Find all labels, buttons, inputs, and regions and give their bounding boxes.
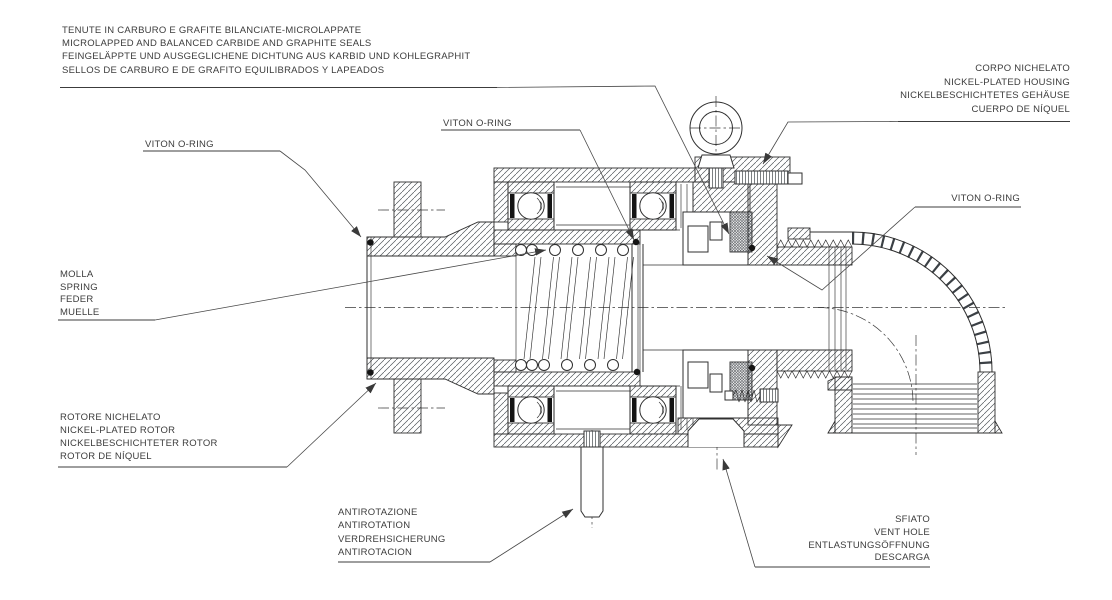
socket-threads <box>853 383 977 429</box>
centerlines <box>345 96 1008 528</box>
viton-o-ring <box>748 244 756 252</box>
rotor-shaft <box>366 181 641 434</box>
label-rotor: ROTORE NICHELATO NICKEL-PLATED ROTOR NIC… <box>60 412 218 462</box>
ball-bearing <box>507 385 555 435</box>
leader-lines <box>154 85 916 568</box>
leader-seals <box>496 85 730 235</box>
leader-housing <box>762 121 899 165</box>
ball-bearing <box>629 385 677 435</box>
leader-viton-right <box>766 206 916 291</box>
leader-vent <box>722 458 756 568</box>
vent-hole <box>687 418 745 447</box>
threaded-stud <box>734 170 803 185</box>
spring-plug <box>724 388 779 403</box>
antirotation-pin <box>580 430 604 518</box>
label-underlines <box>58 87 1070 568</box>
label-vent: SFIATO VENT HOLE ENTLASTUNGSÖFFNUNG DESC… <box>808 514 930 564</box>
viton-o-ring <box>748 364 756 372</box>
carbide-graphite-seal <box>729 211 753 401</box>
leader-antirotation <box>489 508 574 563</box>
ball-bearing <box>507 181 555 231</box>
elbow-fitting <box>776 227 1003 434</box>
leader-rotor <box>286 382 377 468</box>
label-antirotation: ANTIROTAZIONE ANTIROTATION VERDREHSICHER… <box>338 507 446 559</box>
viton-o-ring <box>632 238 640 246</box>
rotor-flange-top <box>393 181 422 238</box>
viton-o-ring <box>633 368 641 376</box>
viton-o-ring <box>367 239 374 246</box>
viton-o-ring <box>367 369 374 376</box>
label-viton-right: VITON O-RING <box>951 193 1020 204</box>
leader-spring <box>154 248 547 321</box>
rotor-flange-bottom <box>393 378 422 434</box>
eyebolt <box>689 101 743 189</box>
leader-viton-center <box>579 129 635 241</box>
leader-viton-left <box>279 150 362 238</box>
label-seals: TENUTE IN CARBURO E GRAFITE BILANCIATE-M… <box>62 25 471 76</box>
label-housing: CORPO NICHELATO NICKEL-PLATED HOUSING NI… <box>900 63 1070 115</box>
ball-bearing <box>629 181 677 231</box>
label-viton-left: VITON O-RING <box>145 139 214 150</box>
label-viton-center: VITON O-RING <box>443 118 512 129</box>
label-spring: MOLLA SPRING FEDER MUELLE <box>60 269 100 319</box>
seal-assembly <box>631 184 779 430</box>
